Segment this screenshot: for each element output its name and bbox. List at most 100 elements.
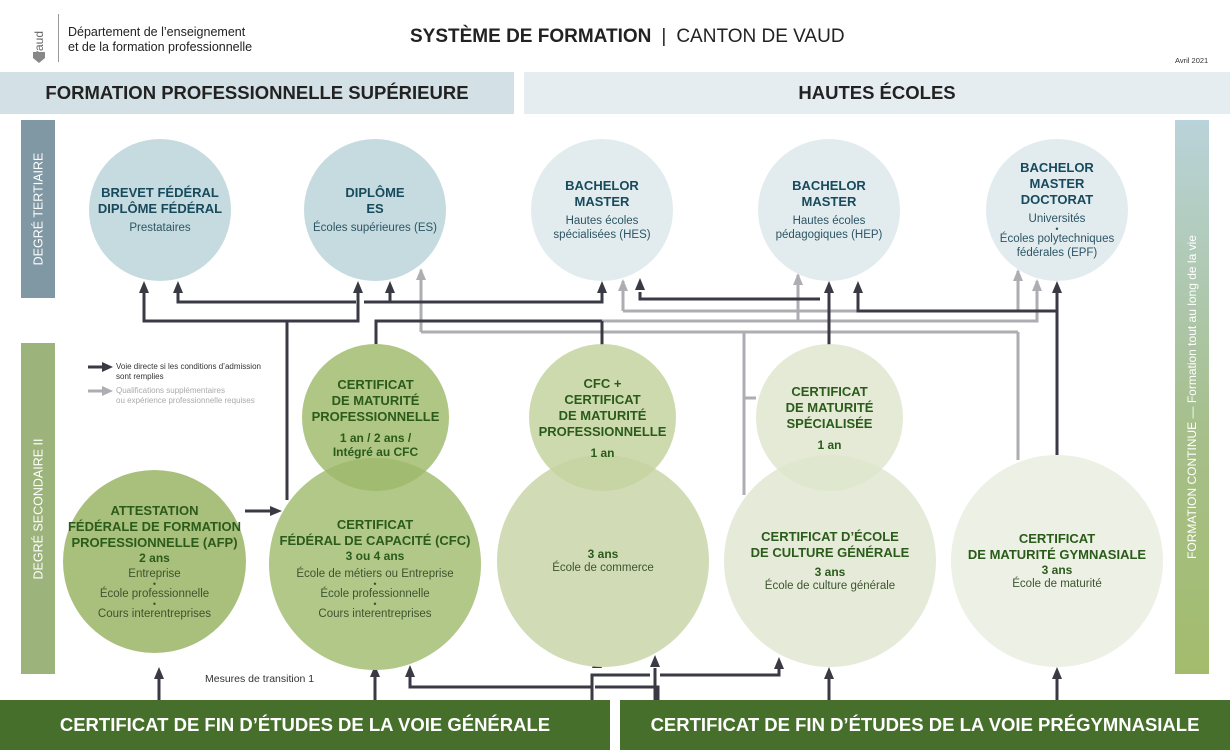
canton-vaud-logo: vaud (32, 31, 46, 63)
circle-title: DE CULTURE GÉNÉRALE (750, 545, 910, 560)
circle-title: PROFESSIONNELLE (AFP) (71, 534, 238, 550)
circle-subtitle: École de maturité (1012, 578, 1102, 590)
legend-direct-text: sont remplies (116, 372, 164, 381)
bullet-separator: • (152, 598, 157, 609)
bullet-separator: • (373, 579, 377, 589)
dark-connector-cfc-to-bf-es (142, 292, 360, 323)
circle-subtitle: fédérales (EPF) (1016, 247, 1098, 259)
dark-connector-vp-1 (595, 685, 660, 700)
circle-subtitle: Prestataires (129, 222, 191, 234)
circle-duration: 3 ans (1041, 563, 1073, 577)
circle-title: BACHELOR (565, 178, 639, 193)
circle-title: DE MATURITÉ GYMNASIALE (967, 547, 1147, 562)
circle-duration: 3 ans (587, 547, 619, 561)
legend-extra: Qualifications supplémentaires ou expéri… (88, 386, 261, 406)
title-regular: CANTON DE VAUD (676, 26, 845, 47)
dark-arrow-vp-ecg (660, 668, 781, 677)
circle-title: CERTIFICAT (791, 383, 868, 399)
circle-cfc[interactable]: CERTIFICAT FÉDÉRAL DE CAPACITÉ (CFC) 3 o… (269, 458, 481, 670)
circle-title: MASTER (801, 194, 857, 209)
circle-title: FÉDÉRALE DE FORMATION (67, 518, 242, 534)
page-title: SYSTÈME DE FORMATION|CANTON DE VAUD (410, 26, 845, 48)
voie-pregymnasiale-band: CERTIFICAT DE FIN D’ÉTUDES DE LA VOIE PR… (620, 700, 1230, 750)
degre-secondaire-ii-label: DEGRÉ SECONDAIRE II (31, 438, 45, 579)
circle-title: BACHELOR (1020, 160, 1094, 175)
circle-subtitle: spécialisées (HES) (553, 229, 651, 241)
circle-subtitle: École de métiers ou Entreprise (296, 568, 454, 580)
circle-cfc-maturite-professionnelle[interactable]: CFC + CERTIFICAT DE MATURITÉ PROFESSIONN… (529, 344, 676, 491)
circle-duration: 3 ans (814, 565, 846, 579)
dark-connector-vg-ec (408, 670, 594, 700)
circle-subtitle: École de commerce (552, 562, 654, 574)
circle-title: ATTESTATION (110, 502, 199, 518)
circle-title: PROFESSIONNELLE (311, 408, 440, 424)
circle-subtitle: École professionnelle (320, 588, 430, 600)
legend-direct: Voie directe si les conditions d’admissi… (88, 362, 261, 382)
circle-title: CERTIFICAT (564, 391, 641, 407)
department-name: Département de l’enseignement et de la f… (68, 25, 252, 55)
dark-connector-vp-2 (590, 673, 650, 700)
circle-title: CFC + (583, 375, 622, 391)
circle-afp[interactable]: ATTESTATION FÉDÉRALE DE FORMATION PROFES… (63, 470, 246, 653)
circle-subtitle: École de culture générale (764, 580, 896, 592)
circle-duration: 1 an (817, 437, 842, 452)
circle-duration: 1 an / 2 ans / (339, 430, 412, 445)
dark-connector-bf (176, 292, 356, 304)
circle-title: DE MATURITÉ (558, 407, 647, 423)
legend-extra-text: Qualifications supplémentaires (116, 386, 225, 395)
bullet-separator: • (1055, 224, 1059, 234)
circle-subtitle: Hautes écoles (565, 215, 639, 227)
mesures-de-transition-label: Mesures de transition 1 (205, 673, 315, 685)
degre-tertiaire-label: DEGRÉ TERTIAIRE (31, 152, 46, 266)
circle-title: DE MATURITÉ (331, 392, 420, 408)
legend-extra-text: ou expérience professionnelle requises (116, 396, 255, 405)
circle-maturite-specialisee[interactable]: CERTIFICAT DE MATURITÉ SPÉCIALISÉE 1 an (756, 344, 903, 491)
circle-diplome-es[interactable]: DIPLÔME ES Écoles supérieures (ES) (304, 139, 446, 281)
circle-subtitle: Entreprise (128, 567, 181, 580)
light-connector-3 (398, 281, 1039, 323)
circle-subtitle: Universités (1028, 213, 1086, 225)
dark-connector-es-hes (364, 292, 604, 304)
svg-text:vaud: vaud (32, 31, 46, 57)
circle-duration: 1 an (590, 445, 615, 460)
section-hautes-ecoles: HAUTES ÉCOLES (524, 72, 1230, 114)
header-divider (58, 14, 59, 62)
dark-connector-hes-2 (638, 292, 820, 301)
formation-continue-bar: FORMATION CONTINUE — Formation tout au l… (1175, 120, 1209, 674)
dark-connector-hep (827, 292, 831, 301)
dark-connector-hep-2 (856, 292, 1057, 313)
bullet-separator: • (152, 578, 157, 589)
circle-title: DIPLÔME (345, 185, 405, 200)
circle-universites-epf[interactable]: BACHELOR MASTER DOCTORAT Universités • É… (986, 139, 1128, 281)
circle-subtitle: Hautes écoles (792, 215, 866, 227)
circle-brevet-diplome-federal[interactable]: BREVET FÉDÉRAL DIPLÔME FÉDÉRAL Prestatai… (89, 139, 231, 281)
degre-tertiaire-bar: DEGRÉ TERTIAIRE (21, 120, 55, 298)
title-separator: | (661, 26, 667, 47)
circle-title: BACHELOR (792, 178, 866, 193)
date-label: Avril 2021 (1175, 56, 1209, 65)
circle-maturite-professionnelle[interactable]: CERTIFICAT DE MATURITÉ PROFESSIONNELLE 1… (302, 344, 449, 491)
circle-title: DOCTORAT (1020, 192, 1094, 207)
circle-hes[interactable]: BACHELOR MASTER Hautes écoles spécialisé… (531, 139, 673, 281)
circle-hep[interactable]: BACHELOR MASTER Hautes écoles pédagogiqu… (758, 139, 900, 281)
department-line-1: Département de l’enseignement (68, 25, 246, 39)
circle-subtitle: Cours interentreprises (97, 607, 212, 620)
circle-title: FÉDÉRAL DE CAPACITÉ (CFC) (279, 533, 471, 548)
circle-title: ES (366, 201, 384, 216)
circle-duration: Intégré au CFC (332, 444, 419, 459)
circle-title: MASTER (574, 194, 630, 209)
circle-subtitle: Cours interentreprises (318, 608, 432, 620)
circle-maturite-gymnasiale[interactable]: CERTIFICAT DE MATURITÉ GYMNASIALE 3 ans … (951, 455, 1163, 667)
dark-arrow-icon (88, 362, 113, 372)
circle-title: SPÉCIALISÉE (786, 415, 873, 431)
circle-duration: 3 ou 4 ans (345, 549, 405, 563)
circle-title: CERTIFICAT (337, 376, 414, 392)
light-arrowheads (416, 268, 1042, 291)
circle-title: CERTIFICAT (1018, 531, 1096, 546)
circle-title: CERTIFICAT (336, 517, 414, 532)
circle-title: PROFESSIONNELLE (538, 423, 667, 439)
circle-subtitle: pédagogiques (HEP) (775, 229, 883, 241)
circle-title: BREVET FÉDÉRAL (101, 185, 219, 200)
light-arrow-icon (88, 386, 113, 396)
circle-subtitle: École professionnelle (99, 587, 210, 600)
